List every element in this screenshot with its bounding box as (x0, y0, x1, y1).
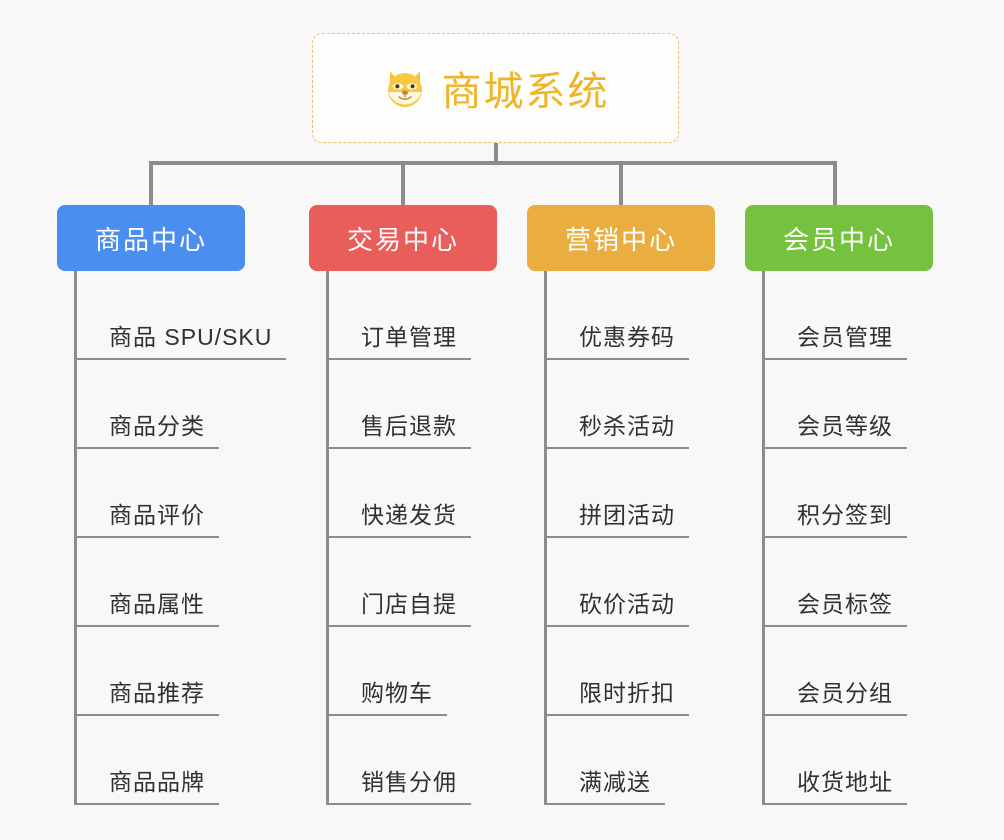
leaf-label: 拼团活动 (547, 496, 689, 538)
leaf-label: 秒杀活动 (547, 407, 689, 449)
list-item[interactable]: 会员管理 (765, 271, 985, 360)
leaf-label: 会员管理 (765, 318, 907, 360)
category-label: 交易中心 (346, 224, 459, 255)
list-item[interactable]: 拼团活动 (547, 449, 767, 538)
leaf-label: 售后退款 (329, 407, 471, 449)
list-item[interactable]: 积分签到 (765, 449, 985, 538)
connector-root-stem (494, 143, 498, 165)
connector-drop-3 (619, 161, 623, 205)
list-item[interactable]: 商品分类 (77, 360, 297, 449)
leaf-label: 门店自提 (329, 585, 471, 627)
connector-horizontal-bus (149, 161, 833, 165)
leaf-label: 商品评价 (77, 496, 219, 538)
list-item[interactable]: 会员等级 (765, 360, 985, 449)
leaf-label: 商品分类 (77, 407, 219, 449)
leaf-label: 砍价活动 (547, 585, 689, 627)
leaf-label: 满减送 (547, 763, 665, 805)
list-item[interactable]: 秒杀活动 (547, 360, 767, 449)
connector-drop-4 (833, 161, 837, 205)
list-item[interactable]: 门店自提 (329, 538, 549, 627)
list-item[interactable]: 购物车 (329, 627, 549, 716)
category-header-marketing-center[interactable]: 营销中心 (527, 205, 715, 271)
list-item[interactable]: 会员分组 (765, 627, 985, 716)
list-item[interactable]: 优惠券码 (547, 271, 767, 360)
category-label: 营销中心 (564, 224, 677, 255)
leaf-list-member-center: 会员管理 会员等级 积分签到 会员标签 会员分组 收货地址 (762, 271, 985, 805)
list-item[interactable]: 商品推荐 (77, 627, 297, 716)
leaf-list-product-center: 商品 SPU/SKU 商品分类 商品评价 商品属性 商品推荐 商品品牌 (74, 271, 297, 805)
connector-drop-2 (401, 161, 405, 205)
list-item[interactable]: 销售分佣 (329, 716, 549, 805)
column-product-center: 商品中心 商品 SPU/SKU 商品分类 商品评价 商品属性 商品推荐 商品品牌 (57, 205, 297, 805)
leaf-label: 商品属性 (77, 585, 219, 627)
dog-face-icon (382, 65, 428, 111)
list-item[interactable]: 商品品牌 (77, 716, 297, 805)
leaf-label: 会员标签 (765, 585, 907, 627)
leaf-label: 订单管理 (329, 318, 471, 360)
category-label: 商品中心 (94, 224, 207, 255)
leaf-label: 商品 SPU/SKU (77, 318, 287, 360)
category-header-member-center[interactable]: 会员中心 (745, 205, 933, 271)
list-item[interactable]: 商品评价 (77, 449, 297, 538)
leaf-label: 销售分佣 (329, 763, 471, 805)
category-header-product-center[interactable]: 商品中心 (57, 205, 245, 271)
leaf-label: 会员等级 (765, 407, 907, 449)
list-item[interactable]: 满减送 (547, 716, 767, 805)
list-item[interactable]: 会员标签 (765, 538, 985, 627)
list-item[interactable]: 商品 SPU/SKU (77, 271, 297, 360)
leaf-label: 会员分组 (765, 674, 907, 716)
list-item[interactable]: 限时折扣 (547, 627, 767, 716)
column-marketing-center: 营销中心 优惠券码 秒杀活动 拼团活动 砍价活动 限时折扣 满减送 (527, 205, 767, 805)
root-title: 商城系统 (441, 70, 610, 114)
column-trade-center: 交易中心 订单管理 售后退款 快递发货 门店自提 购物车 销售分佣 (309, 205, 549, 805)
list-item[interactable]: 收货地址 (765, 716, 985, 805)
leaf-label: 商品品牌 (77, 763, 219, 805)
leaf-label: 限时折扣 (547, 674, 689, 716)
leaf-label: 优惠券码 (547, 318, 689, 360)
connector-drop-1 (149, 161, 153, 205)
list-item[interactable]: 订单管理 (329, 271, 549, 360)
list-item[interactable]: 快递发货 (329, 449, 549, 538)
category-label: 会员中心 (782, 224, 895, 255)
leaf-label: 积分签到 (765, 496, 907, 538)
leaf-label: 购物车 (329, 674, 447, 716)
leaf-list-marketing-center: 优惠券码 秒杀活动 拼团活动 砍价活动 限时折扣 满减送 (544, 271, 767, 805)
leaf-label: 快递发货 (329, 496, 471, 538)
leaf-list-trade-center: 订单管理 售后退款 快递发货 门店自提 购物车 销售分佣 (326, 271, 549, 805)
list-item[interactable]: 售后退款 (329, 360, 549, 449)
root-node[interactable]: 商城系统 (312, 33, 679, 143)
leaf-label: 商品推荐 (77, 674, 219, 716)
list-item[interactable]: 砍价活动 (547, 538, 767, 627)
category-header-trade-center[interactable]: 交易中心 (309, 205, 497, 271)
leaf-label: 收货地址 (765, 763, 907, 805)
column-member-center: 会员中心 会员管理 会员等级 积分签到 会员标签 会员分组 收货地址 (745, 205, 985, 805)
list-item[interactable]: 商品属性 (77, 538, 297, 627)
